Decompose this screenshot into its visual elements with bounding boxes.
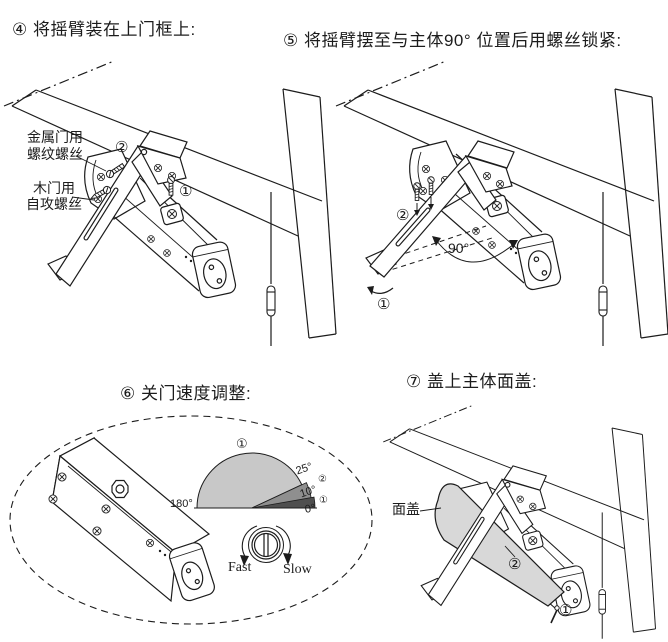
face-cover: [434, 483, 565, 607]
face-cover-label: 面盖: [392, 501, 420, 517]
angle-arc-90: [432, 236, 518, 263]
step4-marker-1: ①: [179, 183, 193, 200]
knob-slow-label: Slow: [283, 562, 312, 577]
step4-drawing: [4, 61, 336, 346]
detail-ellipse: [9, 415, 373, 625]
adjust-knob: [240, 525, 292, 566]
gauge-0-label: 0°: [303, 502, 317, 516]
gauge-180-label: 180°: [170, 498, 193, 510]
metal-screw-label-line2: 螺纹螺丝: [27, 146, 83, 162]
adjust-nut: [111, 479, 129, 499]
angle-90-label: 90°: [448, 240, 470, 256]
step5-title: ⑤ 将摇臂摆至与主体90° 位置后用螺丝锁紧:: [283, 31, 622, 50]
wood-screw-label-line1: 木门用: [33, 180, 75, 196]
swing-arrow: [367, 286, 394, 295]
gauge-zone1-marker: ①: [236, 436, 248, 451]
rocker-arm: [365, 140, 515, 278]
label-leader-lines: [71, 155, 107, 201]
end-pin: [550, 605, 560, 624]
step7-marker-2: ②: [508, 556, 522, 573]
step4-marker-2: ②: [115, 139, 129, 156]
gauge-zone3-marker: ①: [319, 495, 328, 506]
speed-gauge: [194, 452, 317, 509]
step7-marker-1: ①: [559, 602, 573, 619]
screw-arrows: [414, 197, 434, 216]
knob-fast-label: Fast: [228, 560, 252, 575]
step6-title: ⑥ 关门速度调整:: [120, 384, 252, 403]
step4-title: ④ 将摇臂装在上门框上:: [12, 20, 196, 39]
door-closer-body-iso: [48, 436, 215, 603]
wood-screw-label-line2: 自攻螺丝: [26, 196, 82, 212]
step7-drawing: [383, 405, 655, 639]
cover-leader-line: [419, 507, 516, 558]
step5-drawing: [336, 61, 668, 346]
step5-marker-1: ①: [377, 296, 391, 313]
step5-marker-2: ②: [396, 207, 410, 224]
step6-drawing: [9, 415, 373, 625]
step7-title: ⑦ 盖上主体面盖:: [406, 372, 538, 391]
gauge-zone2-marker: ②: [318, 474, 327, 485]
metal-screw-label-line1: 金属门用: [27, 129, 83, 145]
